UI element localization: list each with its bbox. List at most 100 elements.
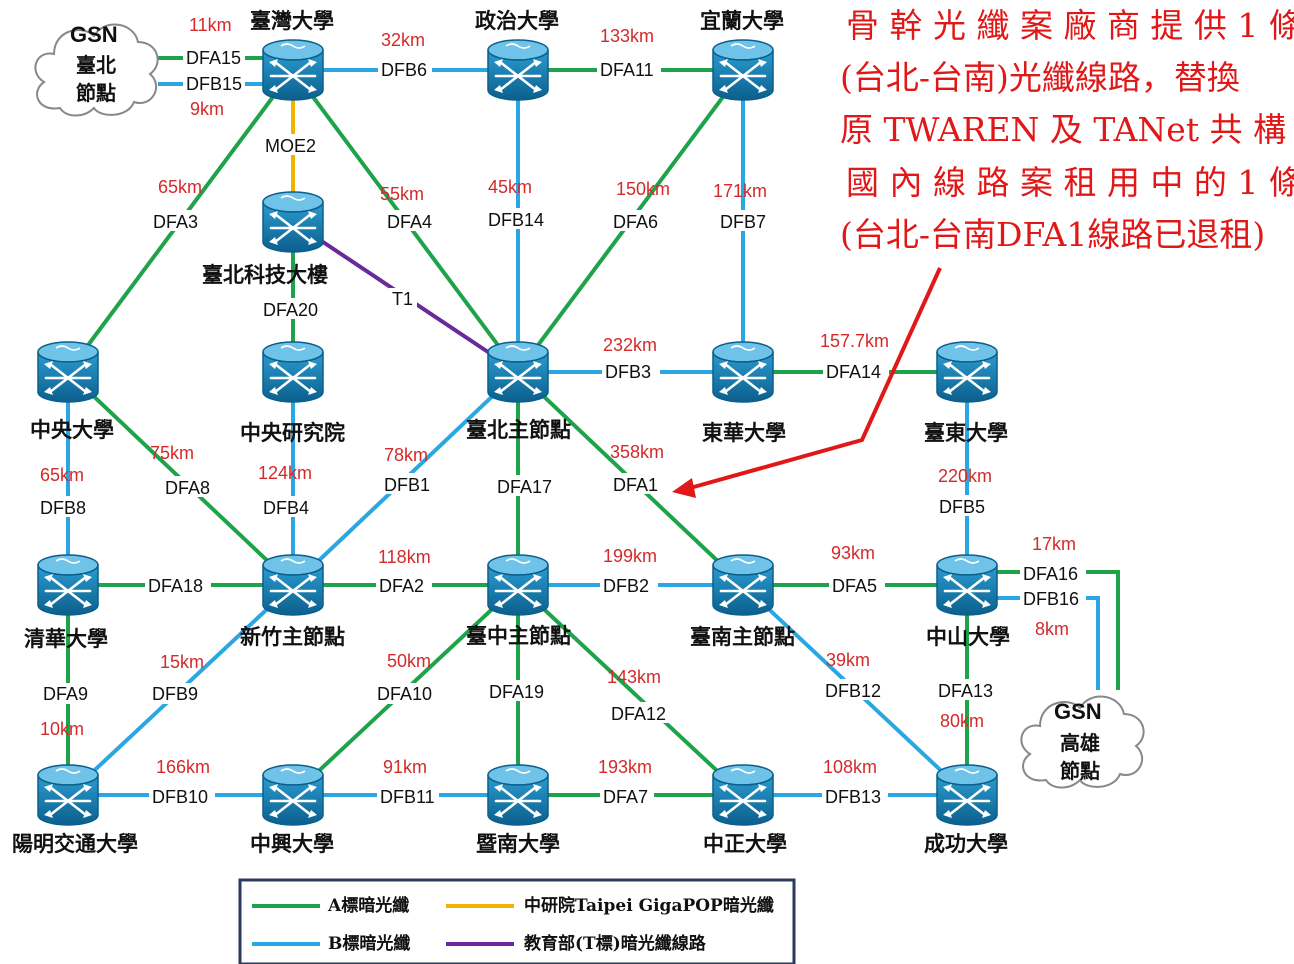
optical-router-icon	[711, 38, 775, 102]
link-label: DFA12	[611, 704, 666, 724]
distance-label: 75km	[150, 443, 194, 463]
optical-router-icon	[486, 38, 550, 102]
optical-router-icon	[935, 340, 999, 404]
node-label-nsysu: 中山大學	[926, 624, 1010, 649]
link-dfa12	[516, 583, 745, 797]
distance-label: 50km	[387, 651, 431, 671]
legend: A標暗光纖 中研院Taipei GigaPOP暗光纖 B標暗光纖 教育部(T標)…	[238, 878, 796, 964]
distance-label: 80km	[940, 711, 984, 731]
node-label-nchu: 中興大學	[250, 831, 334, 856]
gsn-kaohsiung-cloud: GSN 高雄 節點	[1020, 695, 1145, 789]
node-label-ntut: 臺北科技大樓	[202, 262, 328, 287]
distance-label: 133km	[600, 26, 654, 46]
distance-labels: 11km 9km 32km 133km 65km 55km 45km 150km…	[40, 15, 1076, 777]
link-label: DFA15	[186, 48, 241, 68]
distance-label: 232km	[603, 335, 657, 355]
optical-router-icon	[261, 553, 325, 617]
node-label-nccu: 政治大學	[475, 8, 559, 33]
optical-router-icon	[935, 763, 999, 827]
node-label-ncnu: 暨南大學	[476, 831, 560, 856]
distance-label: 11km	[189, 15, 232, 35]
link-label: DFA19	[489, 682, 544, 702]
optical-router-icon	[36, 763, 100, 827]
link-label: DFA1	[613, 475, 658, 495]
annotation-line: (台北-台南)光纖線路，替換	[840, 58, 1240, 97]
link-label: DFB14	[488, 210, 544, 230]
node-label-hsinchu: 新竹主節點	[240, 624, 345, 649]
link-label: DFB5	[939, 497, 985, 517]
legend-label-moe: 教育部(T標)暗光纖線路	[523, 933, 707, 954]
link-label: DFB1	[384, 475, 430, 495]
link-label: DFB15	[186, 74, 242, 94]
optical-router-icon	[935, 553, 999, 617]
link-label: DFA6	[613, 212, 658, 232]
legend-label-b: B標暗光纖	[328, 933, 410, 954]
legend-label-a: A標暗光纖	[327, 895, 409, 916]
link-label: DFB6	[381, 60, 427, 80]
distance-label: 65km	[40, 465, 84, 485]
annotation-line: 骨 幹 光 纖 案 廠 商 提 供 1 條	[846, 6, 1294, 45]
link-label: DFA17	[497, 477, 552, 497]
distance-label: 143km	[607, 667, 661, 687]
distance-label: 32km	[381, 30, 425, 50]
legend-label-gigapop: 中研院Taipei GigaPOP暗光纖	[524, 895, 774, 916]
optical-router-icon	[36, 340, 100, 404]
cloud-label: 節點	[1060, 759, 1100, 783]
distance-label: 118km	[378, 547, 431, 567]
link-label: DFA11	[600, 60, 654, 80]
optical-router-icon	[711, 763, 775, 827]
link-label: DFA4	[387, 212, 432, 232]
node-label-niu: 宜蘭大學	[700, 8, 784, 33]
link-label: DFB9	[152, 684, 198, 704]
node-label-ncu: 中央大學	[30, 417, 114, 442]
link-label: DFB13	[825, 787, 881, 807]
distance-label: 78km	[384, 445, 428, 465]
optical-router-icon	[261, 38, 325, 102]
distance-label: 171km	[713, 181, 767, 201]
distance-label: 91km	[383, 757, 427, 777]
link-label: DFB3	[605, 362, 651, 382]
distance-label: 45km	[488, 177, 532, 197]
optical-router-icon	[711, 340, 775, 404]
link-label: DFB7	[720, 212, 766, 232]
distance-label: 220km	[938, 466, 992, 486]
link-label: DFB2	[603, 576, 649, 596]
link-label: DFA18	[148, 576, 203, 596]
link-label: DFA3	[153, 212, 198, 232]
optical-router-icon	[36, 553, 100, 617]
distance-label: 39km	[826, 650, 870, 670]
link-label: DFB11	[380, 787, 435, 807]
link-label: DFA13	[938, 681, 993, 701]
link-label: T1	[392, 289, 413, 309]
optical-router-icon	[711, 553, 775, 617]
gsn-taipei-cloud: GSN 臺北 節點	[34, 22, 159, 117]
link-label: DFA5	[832, 576, 877, 596]
link-label: DFB4	[263, 498, 309, 518]
optical-router-icon	[486, 763, 550, 827]
distance-label: 166km	[156, 757, 210, 777]
distance-label: 9km	[190, 99, 224, 119]
node-label-taipei: 臺北主節點	[466, 417, 571, 442]
node-label-nthu: 清華大學	[24, 626, 108, 651]
node-label-nycu: 陽明交通大學	[12, 831, 138, 856]
link-label: MOE2	[265, 136, 316, 156]
node-label-ccu: 中正大學	[703, 831, 787, 856]
node-label-nttu: 臺東大學	[924, 420, 1008, 445]
link-label: DFB10	[152, 787, 208, 807]
arrow-head-icon	[672, 478, 696, 498]
distance-label: 150km	[616, 179, 670, 199]
optical-router-icon	[261, 190, 325, 254]
distance-label: 8km	[1035, 619, 1069, 639]
cloud-icon	[34, 23, 159, 117]
annotation-line: 原 TWAREN 及 TANet 共 構 之	[840, 110, 1294, 149]
link-label: DFA14	[826, 362, 881, 382]
annotation-arrow	[689, 267, 942, 490]
link-dfb16	[995, 596, 1100, 690]
link-label: DFB16	[1023, 589, 1079, 609]
node-label-ncku: 成功大學	[924, 831, 1008, 856]
node-label-taichung: 臺中主節點	[466, 623, 571, 648]
link-label: DFA7	[603, 787, 648, 807]
link-label: DFA9	[43, 684, 88, 704]
link-label: DFA20	[263, 300, 318, 320]
distance-label: 55km	[380, 184, 424, 204]
